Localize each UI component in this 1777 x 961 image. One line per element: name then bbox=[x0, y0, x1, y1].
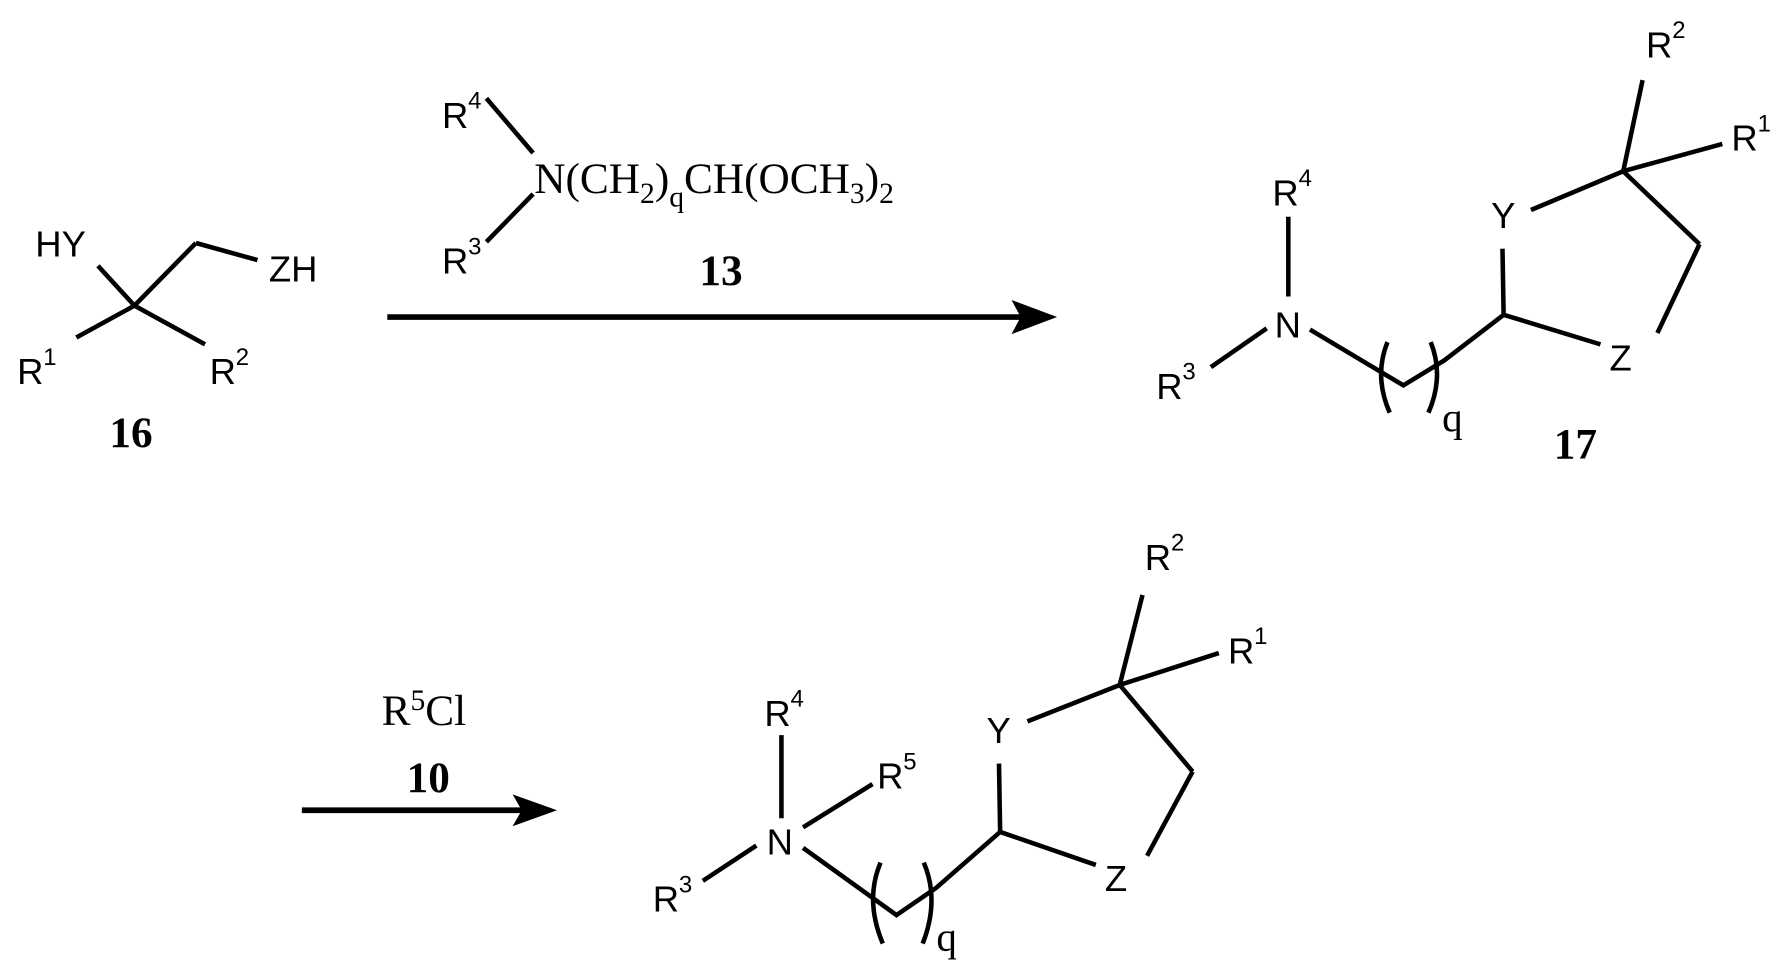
fp-r4: R bbox=[764, 693, 790, 734]
p17-r2-sup: 2 bbox=[1672, 17, 1685, 44]
bond-c-r1 bbox=[1119, 650, 1220, 688]
p17-r4-sup: 4 bbox=[1299, 165, 1312, 192]
atom-r2-sup: 2 bbox=[236, 344, 249, 371]
bond-r2 bbox=[133, 303, 207, 347]
p17-n: N bbox=[1275, 305, 1301, 346]
fp-r3-sup: 3 bbox=[679, 871, 692, 898]
atom-r1-sup: 1 bbox=[43, 344, 56, 371]
fp-q: q bbox=[936, 913, 957, 959]
atom-r1: R bbox=[17, 351, 43, 392]
bond-r3-n bbox=[484, 192, 535, 244]
paren-right bbox=[920, 861, 934, 945]
bond-zh bbox=[195, 240, 259, 263]
compound-17: R 4 N R 3 q Y Z R 2 R 1 17 bbox=[1156, 17, 1771, 468]
atom-r2: R bbox=[210, 351, 236, 392]
bond-hy bbox=[96, 264, 137, 308]
p17-y: Y bbox=[1491, 195, 1515, 236]
fp-r2: R bbox=[1145, 537, 1171, 578]
compound-label-16: 16 bbox=[109, 409, 152, 457]
fp-r5-sup: 5 bbox=[903, 748, 916, 775]
fp-z: Z bbox=[1105, 858, 1127, 899]
fp-r5: R bbox=[877, 756, 903, 797]
ring-c-ch2 bbox=[1621, 169, 1702, 246]
fp-r1-sup: 1 bbox=[1254, 623, 1267, 650]
reagent-13: R 4 R 3 N(CH2)qCH(OCH3)2 13 bbox=[442, 88, 894, 296]
ring-y-c bbox=[1026, 682, 1121, 724]
p17-z: Z bbox=[1610, 338, 1632, 379]
compound-16: HY ZH R 1 R 2 16 bbox=[17, 224, 317, 457]
fp-r2-sup: 2 bbox=[1171, 530, 1184, 557]
fp-n: N bbox=[767, 822, 793, 863]
compound-label-13: 13 bbox=[699, 247, 742, 295]
compound-label-10: 10 bbox=[407, 754, 450, 802]
bond-c-r1 bbox=[1622, 141, 1723, 174]
p17-r4: R bbox=[1272, 172, 1298, 213]
bond-n-r3 bbox=[701, 843, 758, 883]
fp-r4-sup: 4 bbox=[791, 686, 804, 713]
bond-ch2 bbox=[132, 241, 198, 308]
reagent-r4-sup: 4 bbox=[468, 88, 481, 115]
ring-c2-y bbox=[996, 763, 1003, 832]
atom-hy: HY bbox=[35, 224, 86, 265]
reagent-10: R5Cl 10 bbox=[382, 685, 467, 802]
bond-c-r2 bbox=[1620, 79, 1645, 172]
reagent-r5cl: R5Cl bbox=[382, 685, 467, 735]
ring-c2-y bbox=[1500, 248, 1506, 315]
final-product: R 4 R 5 N R 3 q Y Z R 2 R 1 bbox=[653, 530, 1268, 960]
bond-n-r3 bbox=[1209, 326, 1268, 370]
bond-r4-n bbox=[484, 96, 535, 155]
p17-r2: R bbox=[1646, 24, 1672, 65]
atom-zh: ZH bbox=[269, 249, 318, 290]
p17-r3-sup: 3 bbox=[1182, 359, 1195, 386]
paren-left bbox=[870, 861, 885, 945]
p17-q: q bbox=[1442, 394, 1462, 440]
paren-right bbox=[1426, 341, 1440, 414]
reagent-r3-sup: 3 bbox=[468, 233, 481, 260]
bond-r1 bbox=[75, 303, 136, 340]
ring-ch2-z bbox=[1145, 770, 1195, 857]
p17-r1: R bbox=[1731, 118, 1757, 159]
fp-y: Y bbox=[986, 710, 1010, 751]
ring-y-c bbox=[1530, 169, 1625, 213]
ring-c2-z bbox=[999, 829, 1097, 868]
paren-left bbox=[1378, 341, 1392, 414]
reaction-arrow-1 bbox=[387, 299, 1058, 335]
reagent-formula: N(CH2)qCH(OCH3)2 bbox=[534, 155, 894, 214]
p17-r3: R bbox=[1156, 366, 1182, 407]
fp-r3: R bbox=[653, 879, 679, 920]
chain bbox=[801, 830, 1002, 918]
reaction-arrow-2 bbox=[301, 794, 558, 827]
fp-r1: R bbox=[1228, 630, 1254, 671]
ring-c2-z bbox=[1502, 312, 1602, 347]
compound-label-17: 17 bbox=[1554, 420, 1597, 468]
bond-n-r5 bbox=[801, 782, 874, 830]
p17-r1-sup: 1 bbox=[1758, 110, 1771, 137]
ring-c-ch2 bbox=[1117, 683, 1195, 774]
reagent-r4: R bbox=[442, 95, 468, 136]
ring-ch2-z bbox=[1655, 243, 1702, 334]
chain bbox=[1308, 312, 1506, 389]
bond-c-r2 bbox=[1117, 594, 1145, 686]
reagent-r3: R bbox=[442, 241, 468, 282]
